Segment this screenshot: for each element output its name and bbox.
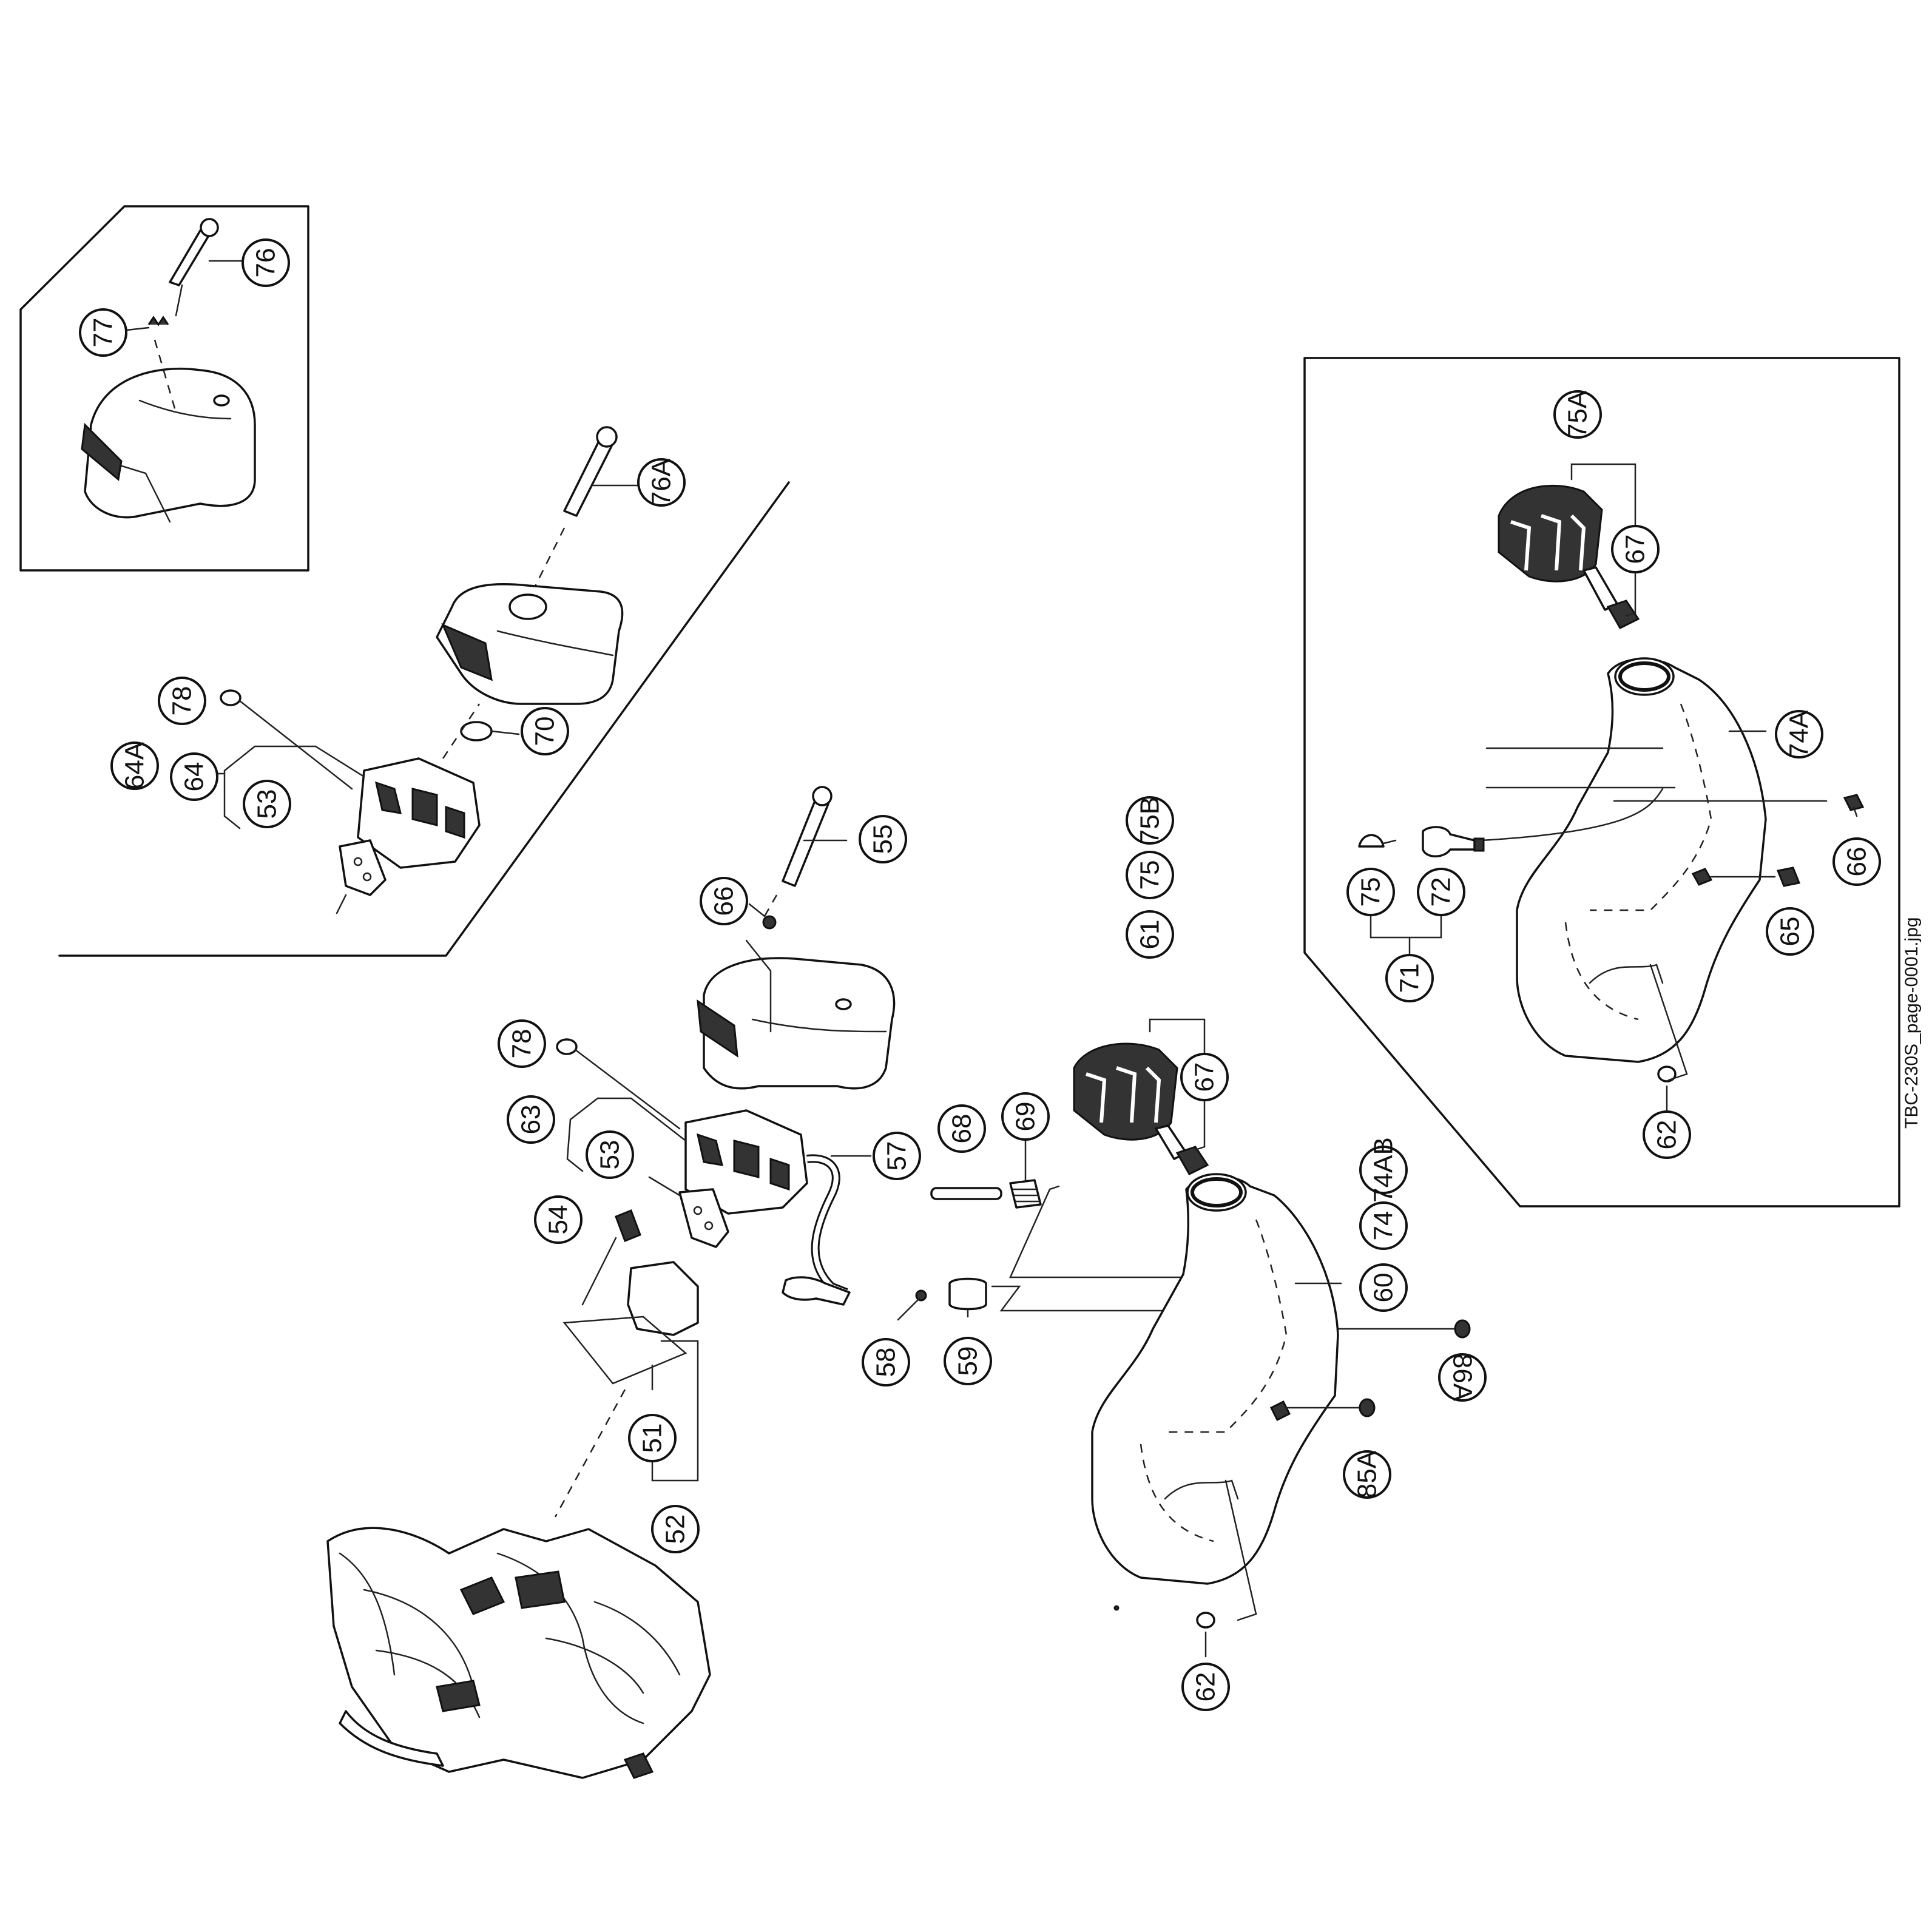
callout-71: 71 [1385, 954, 1434, 1002]
svg-text:61: 61 [1135, 920, 1165, 950]
svg-text:69: 69 [1011, 1102, 1041, 1132]
callout-75B: 75B [1126, 796, 1174, 845]
callout-69: 69 [1001, 1092, 1050, 1141]
svg-text:74AB: 74AB [1369, 1137, 1399, 1203]
svg-text:58: 58 [871, 1348, 901, 1377]
svg-text:64: 64 [180, 762, 209, 792]
callout-86A: 86A [1438, 1353, 1487, 1402]
svg-text:78: 78 [507, 1029, 537, 1059]
svg-text:66: 66 [1842, 847, 1872, 877]
callout-78-upper: 78 [158, 677, 206, 725]
callout-53-upper: 53 [243, 780, 291, 828]
inset-tank-variant [1303, 357, 1900, 1208]
callout-51: 51 [628, 1414, 677, 1462]
svg-text:74: 74 [1369, 1211, 1399, 1241]
callout-85A: 85A [1343, 1450, 1391, 1499]
section-divider [58, 481, 790, 957]
callout-72: 72 [1417, 868, 1465, 916]
callout-53-central: 53 [586, 1130, 634, 1179]
svg-text:63: 63 [516, 1105, 546, 1135]
svg-text:65: 65 [1775, 917, 1805, 947]
svg-text:70: 70 [530, 717, 560, 746]
callout-70: 70 [521, 707, 569, 755]
svg-text:55: 55 [868, 825, 898, 854]
callout-52: 52 [651, 1505, 700, 1553]
svg-text:68: 68 [947, 1114, 977, 1144]
callout-75A: 75A [1553, 390, 1602, 439]
svg-text:75: 75 [1135, 860, 1165, 890]
svg-text:53: 53 [252, 789, 282, 819]
callout-62-inset: 62 [1643, 1110, 1691, 1159]
central-assembly [554, 786, 1464, 1518]
svg-text:71: 71 [1395, 964, 1425, 993]
svg-text:72: 72 [1427, 877, 1456, 907]
callout-64A: 64A [110, 741, 159, 790]
svg-text:66: 66 [709, 887, 739, 916]
svg-text:78: 78 [167, 686, 197, 716]
fuel-tank-central [1073, 1018, 1471, 1658]
svg-text:60: 60 [1369, 1273, 1399, 1303]
callout-64: 64 [170, 752, 218, 801]
callout-65: 65 [1766, 907, 1814, 956]
svg-text:53: 53 [595, 1140, 625, 1170]
callout-67-central: 67 [1180, 1053, 1229, 1101]
callout-62-central: 62 [1181, 1663, 1230, 1711]
svg-text:76A: 76A [647, 458, 677, 506]
callout-74: 74 [1359, 1201, 1408, 1250]
callout-66-inset: 66 [1832, 837, 1881, 886]
svg-text:52: 52 [661, 1515, 691, 1544]
file-caption: TBC-230S_page-0001.jpg [1902, 917, 1922, 1129]
inset-cover-variant [19, 205, 309, 572]
callout-78-central: 78 [498, 1019, 546, 1068]
svg-text:54: 54 [544, 1205, 573, 1235]
svg-text:76: 76 [251, 248, 281, 278]
callout-66-central: 66 [700, 877, 748, 925]
callout-74A: 74A [1775, 710, 1823, 758]
svg-text:75: 75 [1356, 877, 1386, 907]
svg-text:57: 57 [882, 1141, 912, 1171]
svg-text:59: 59 [953, 1346, 983, 1376]
svg-text:67: 67 [1190, 1062, 1220, 1092]
cover-central [703, 957, 896, 1090]
callout-58: 58 [862, 1338, 910, 1387]
callout-57: 57 [873, 1132, 921, 1180]
callout-60: 60 [1359, 1263, 1408, 1312]
cover-drawing [84, 367, 256, 519]
callout-76: 76 [242, 238, 290, 287]
svg-text:77: 77 [89, 318, 118, 348]
svg-text:85A: 85A [1353, 1450, 1382, 1498]
engine-drawing [326, 1527, 711, 1779]
upper-assembly [211, 426, 644, 914]
callout-74AB: 74AB [1359, 1137, 1408, 1203]
svg-text:62: 62 [1191, 1672, 1221, 1702]
callout-75-central: 75 [1126, 851, 1174, 899]
callout-76A: 76A [637, 458, 686, 507]
callout-63: 63 [507, 1095, 555, 1144]
callout-67-inset: 67 [1611, 525, 1660, 573]
svg-text:75A: 75A [1563, 390, 1593, 438]
svg-text:64A: 64A [120, 741, 150, 789]
svg-text:86A: 86A [1448, 1354, 1478, 1402]
callout-59: 59 [944, 1337, 992, 1385]
svg-text:67: 67 [1621, 535, 1650, 564]
callout-55: 55 [859, 815, 907, 863]
callout-77: 77 [79, 308, 127, 357]
callout-68: 68 [937, 1104, 986, 1153]
svg-text:51: 51 [638, 1424, 667, 1453]
svg-text:75B: 75B [1135, 797, 1165, 844]
callout-54: 54 [534, 1195, 583, 1244]
svg-text:62: 62 [1652, 1120, 1682, 1150]
svg-text:74A: 74A [1785, 710, 1814, 758]
callout-61: 61 [1126, 910, 1174, 959]
callout-75-inset: 75 [1346, 868, 1395, 916]
